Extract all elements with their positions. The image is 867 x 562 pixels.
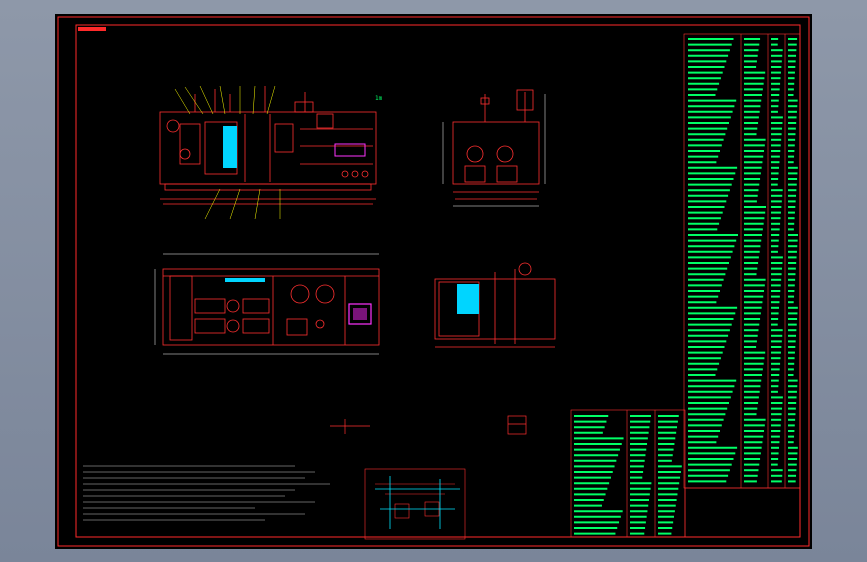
detail-snippet-right[interactable]: [507, 415, 527, 435]
detail-snippet-left[interactable]: [330, 419, 370, 434]
front-top-annotation: 1m: [375, 95, 383, 102]
cad-drawing-sheet[interactable]: 1m: [55, 14, 812, 549]
front-cyan-panel: [223, 126, 237, 168]
bom-table-lower[interactable]: [570, 409, 686, 538]
cad-viewport[interactable]: 1m: [55, 14, 812, 549]
side-view-lower[interactable]: [434, 262, 556, 348]
sheet-border-inner: [75, 24, 801, 538]
bom-rows: [574, 38, 798, 535]
side-view-cyan-tank: [457, 284, 479, 314]
side-white-dims: [442, 94, 546, 207]
plan-cyan-strip: [225, 278, 265, 282]
side-elevation-view[interactable]: [452, 89, 540, 200]
sheet-border-outer: [57, 16, 810, 547]
pid-schematic[interactable]: [364, 468, 466, 540]
front-yellow-callouts: [174, 85, 281, 220]
sheet-title-tab: [78, 27, 106, 31]
plan-view[interactable]: [162, 268, 380, 346]
plan-white-dims: [154, 253, 379, 355]
plan-magenta-fill: [353, 308, 367, 320]
front-elevation-view[interactable]: [159, 86, 377, 205]
title-block: [684, 487, 801, 538]
notes-block: [83, 465, 330, 521]
pid-cyan-lines: [375, 476, 460, 529]
plan-magenta-panel: [348, 303, 372, 325]
front-magenta-coil: [334, 143, 366, 157]
